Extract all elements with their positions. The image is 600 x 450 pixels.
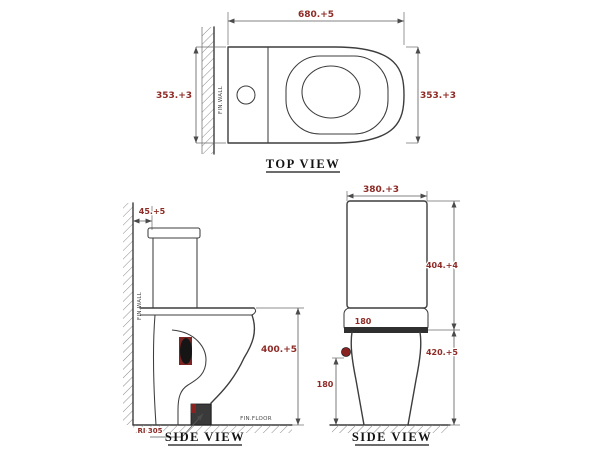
top-view-title: TOP VIEW xyxy=(266,157,340,171)
side-view-right-title: SIDE VIEW xyxy=(352,430,432,444)
tank-rear-outline xyxy=(346,200,428,309)
tank-profile xyxy=(152,237,198,309)
radius-leader-line xyxy=(150,413,204,438)
bowl-back-profile xyxy=(153,314,157,426)
dim-label-wall-gap: 45.+5 xyxy=(139,207,166,216)
floor-hatch-rear xyxy=(332,425,448,433)
flush-button xyxy=(236,85,256,105)
top-view-wall-hatch xyxy=(202,27,214,154)
body-right-edge xyxy=(407,331,422,426)
seat-dark-band xyxy=(344,327,428,333)
dim-label-depth: 180 xyxy=(355,317,372,326)
top-view: FIN.WALL 680.+5 353.+3 353.+3 TOP VIEW xyxy=(155,9,457,173)
toilet-plan-outline xyxy=(227,46,405,144)
floor-label: FIN.FLOOR xyxy=(240,416,272,422)
floor-hatch xyxy=(133,425,292,433)
side-view-left: FIN.WALL FIN.FLOOR 45.+5 RI 305 400.+5 S… xyxy=(123,202,304,446)
bowl-opening xyxy=(301,65,361,119)
body-left-edge xyxy=(350,331,365,426)
trapway-curve xyxy=(171,329,207,425)
seat-front-cap xyxy=(251,307,257,316)
water-inlet xyxy=(341,347,351,357)
dim-label-upper-height: 404.+4 xyxy=(426,261,458,270)
dim-label-lower-height: 420.+5 xyxy=(426,348,458,357)
side-wall-hatch xyxy=(123,203,133,425)
dim-label-seat-height: 400.+5 xyxy=(261,345,297,355)
bowl-front-profile xyxy=(210,314,256,426)
drain-red-mark xyxy=(191,404,196,413)
dim-label-tank-width: 380.+3 xyxy=(363,185,399,195)
hinge-dark-fill xyxy=(180,338,192,364)
side-wall-label: FIN.WALL xyxy=(137,291,143,320)
side-view-right: 380.+3 180 180 404.+4 420.+5 SIDE VIEW xyxy=(315,184,460,446)
dim-label-radius: RI 305 xyxy=(137,427,162,435)
dim-label-right: 353.+3 xyxy=(420,91,456,101)
dim-label-inlet-height: 180 xyxy=(317,380,334,389)
dim-label-width: 680.+5 xyxy=(298,10,334,20)
top-view-wall-label: FIN.WALL xyxy=(218,85,224,114)
tank-lid-profile xyxy=(147,227,201,239)
dim-label-left: 353.+3 xyxy=(156,91,192,101)
side-view-left-title: SIDE VIEW xyxy=(165,430,245,444)
seat-outline xyxy=(285,55,389,135)
